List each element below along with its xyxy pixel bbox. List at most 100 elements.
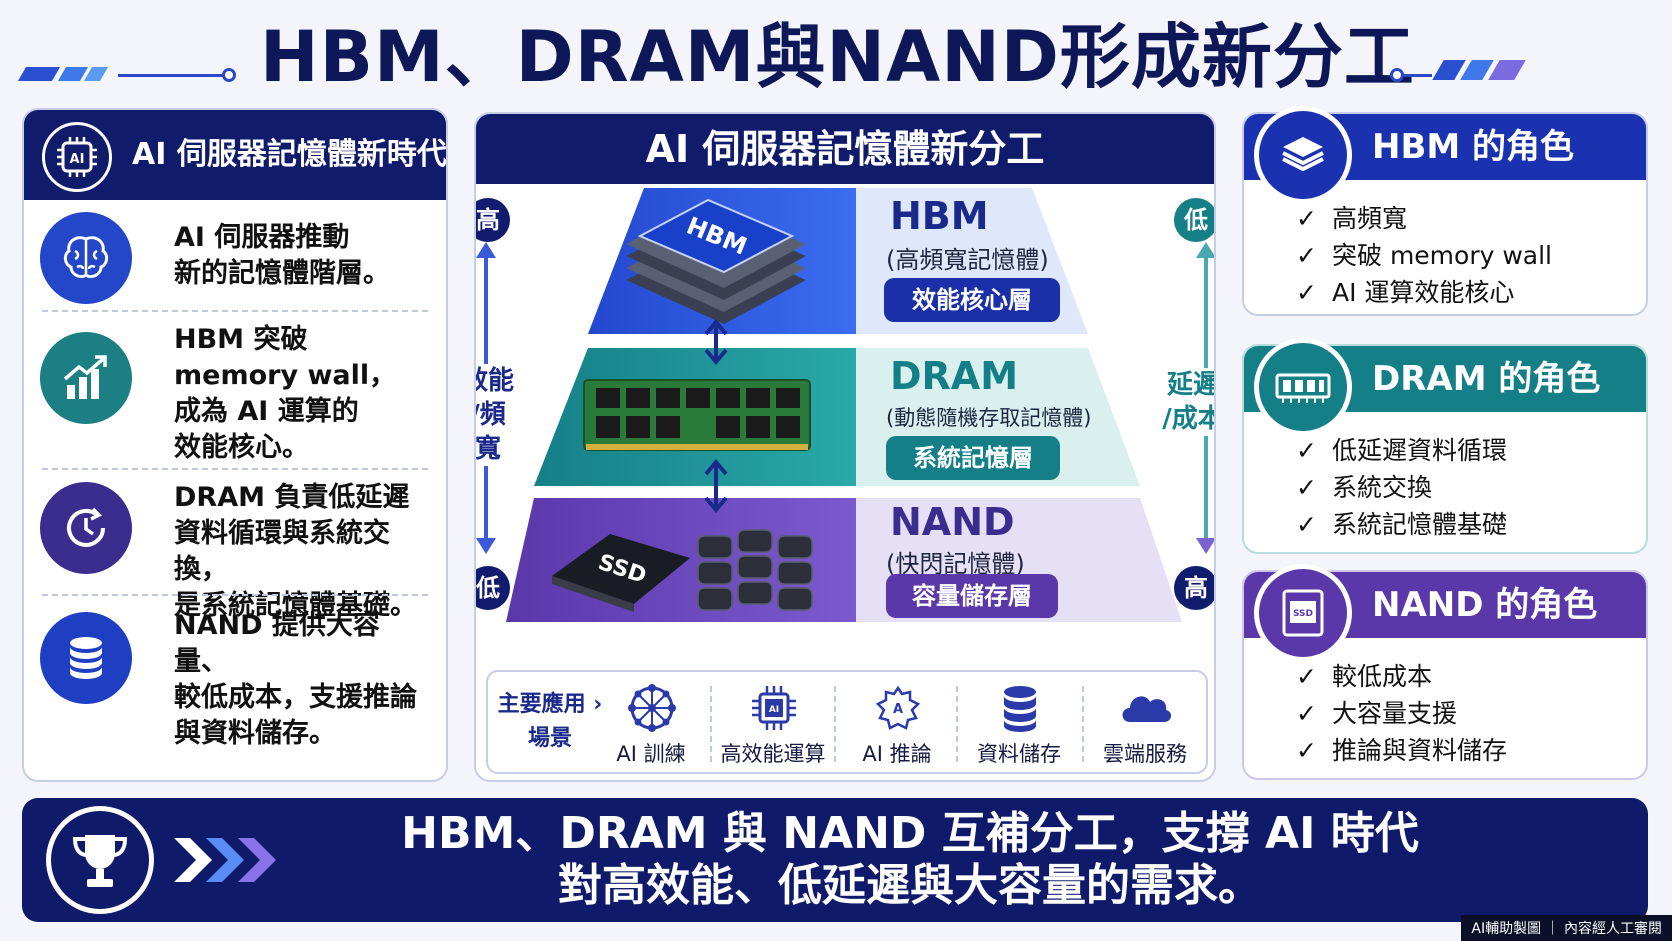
check-icon: ✓: [1296, 699, 1317, 728]
hbm-tier-name: HBM: [890, 194, 989, 238]
left-item-line: 較低成本，支援推論: [174, 682, 417, 713]
hbm-tier-subtitle: (高頻寬記憶體): [886, 246, 1049, 274]
left-item-line: DRAM 負責低延遲: [174, 482, 410, 513]
title-decoration: [118, 74, 224, 77]
divider: [42, 594, 428, 596]
check-icon: ✓: [1296, 510, 1317, 539]
role-item-label: 推論與資料儲存: [1332, 736, 1508, 765]
dram-tier-tag: 系統記憶層: [886, 436, 1060, 480]
trophy-icon: [46, 806, 154, 914]
left-item-line: AI 伺服器推動: [174, 222, 350, 253]
role-item: ✓ 較低成本: [1296, 658, 1636, 695]
divider: [956, 686, 958, 762]
latency-axis-arrow: [1196, 538, 1214, 554]
left-item-line: 資料循環與系統交換，: [174, 518, 390, 585]
banner-line: HBM、DRAM 與 NAND 互補分工，支撐 AI 時代: [401, 808, 1419, 859]
memory-tier-diagram: HBM SSD: [476, 188, 1214, 622]
axis-label-line: 延遲: [1166, 370, 1216, 400]
svg-text:A: A: [893, 702, 903, 717]
app-label: 資料儲存: [977, 742, 1061, 766]
brain-icon: [40, 212, 132, 304]
tier-connector-arrow: [704, 318, 728, 366]
layers-icon: [1254, 106, 1352, 204]
application-scenarios: 主要應用 › 場景 AI 訓練 AI: [486, 670, 1208, 774]
nand-tier-name: NAND: [890, 500, 1015, 544]
left-item-line: HBM 突破: [174, 324, 308, 355]
left-item-line: 成為 AI 運算的: [174, 396, 359, 427]
banner-line: 對高效能、低延遲與大容量的需求。: [558, 860, 1262, 911]
performance-axis-label: 效能 /頻寬: [474, 364, 518, 466]
left-panel: AI AI 伺服器記憶體新時代 AI 伺服器推動 新的記憶體階層。: [22, 108, 448, 782]
left-item-dram: DRAM 負責低延遲 資料循環與系統交換， 是系統記憶體基礎。: [40, 476, 430, 621]
svg-text:SSD: SSD: [1293, 609, 1313, 619]
apps-label-line: 主要應用 ›: [497, 692, 603, 717]
divider: [710, 686, 712, 762]
app-ai-training: AI 訓練: [592, 678, 710, 772]
latency-axis-arrow: [1196, 242, 1214, 258]
title-decoration: [57, 67, 89, 81]
role-item: ✓ 大容量支援: [1296, 695, 1636, 732]
growth-chart-icon: [40, 332, 132, 424]
title-decoration: [222, 68, 236, 82]
banner-text: HBM、DRAM 與 NAND 互補分工，支撐 AI 時代 對高效能、低延遲與大…: [322, 808, 1498, 912]
tier-connector-arrow: [704, 458, 728, 514]
role-item-label: 突破 memory wall: [1332, 241, 1553, 270]
hbm-role-panel: HBM 的角色 ✓高頻寬 ✓突破 memory wall ✓AI 運算效能核心: [1242, 106, 1648, 316]
check-icon: ✓: [1296, 662, 1317, 691]
app-ai-inference: A AI 推論: [838, 678, 956, 772]
conclusion-banner: HBM、DRAM 與 NAND 互補分工，支撐 AI 時代 對高效能、低延遲與大…: [22, 798, 1648, 922]
role-item-label: 大容量支援: [1332, 699, 1458, 728]
role-item-label: 系統記憶體基礎: [1332, 510, 1508, 539]
title-decoration: [1488, 60, 1526, 80]
app-label: AI 推論: [862, 742, 932, 766]
dram-tier-name: DRAM: [890, 354, 1019, 398]
page-title: HBM、DRAM與NAND形成新分工: [260, 16, 1415, 98]
title-decoration: [1402, 74, 1432, 77]
left-panel-title: AI 伺服器記憶體新時代: [132, 137, 447, 172]
apps-label: 主要應用 › 場景: [488, 688, 612, 756]
divider: [1082, 686, 1084, 762]
hbm-chip-stack-icon: HBM: [626, 198, 806, 324]
role-item-label: 較低成本: [1332, 662, 1433, 691]
performance-axis-arrow: [476, 538, 496, 554]
app-label: 雲端服務: [1103, 742, 1187, 766]
ssd-storage-icon: SSD: [552, 529, 813, 612]
ai-inference-icon: A: [875, 685, 921, 730]
app-label: 高效能運算: [720, 742, 826, 766]
clock-cycle-icon: [40, 482, 132, 574]
check-icon: ✓: [1296, 278, 1317, 307]
check-icon: ✓: [1296, 241, 1317, 270]
app-label: AI 訓練: [616, 742, 686, 766]
cloud-icon: [1122, 696, 1172, 722]
check-icon: ✓: [1296, 204, 1317, 233]
app-hpc: AI 高效能運算: [714, 678, 832, 772]
latency-axis-label: 延遲 /成本: [1162, 368, 1216, 436]
divider: [42, 468, 428, 470]
check-icon: ✓: [1296, 436, 1317, 465]
axis-high-marker: 高: [476, 198, 510, 242]
role-item: ✓系統交換: [1296, 469, 1636, 506]
app-data-storage: 資料儲存: [960, 678, 1078, 772]
svg-text:AI: AI: [70, 152, 85, 167]
left-item-line: 效能核心。: [174, 432, 309, 463]
axis-label-line: 效能: [476, 366, 514, 396]
left-item-nand: NAND 提供大容量、 較低成本，支援推論 與資料儲存。: [40, 604, 430, 749]
role-item: ✓ 突破 memory wall: [1296, 237, 1636, 274]
database-icon: [1004, 686, 1036, 732]
dram-tier-subtitle: (動態隨機存取記憶體): [886, 406, 1092, 430]
axis-label-line: /頻寬: [474, 400, 506, 464]
dram-module-icon: [583, 379, 811, 451]
ai-chip-icon: AI: [752, 686, 796, 730]
ai-chip-icon: AI: [42, 122, 112, 192]
watermark: AI輔助製圖 ｜ 內容經人工審閱: [1461, 915, 1672, 941]
title-decoration: [17, 67, 61, 81]
role-item: ✓高頻寬: [1296, 200, 1636, 237]
role-item-label: 低延遲資料循環: [1332, 436, 1508, 465]
chevron-arrows-icon: [174, 838, 276, 882]
left-item-hbm: HBM 突破 memory wall， 成為 AI 運算的 效能核心。: [40, 322, 430, 470]
app-cloud-services: 雲端服務: [1086, 678, 1204, 772]
axis-high-marker: 高: [1174, 566, 1214, 610]
memory-module-icon: [1254, 338, 1352, 436]
role-item: ✓ 系統記憶體基礎: [1296, 506, 1636, 543]
divider: [42, 310, 428, 312]
